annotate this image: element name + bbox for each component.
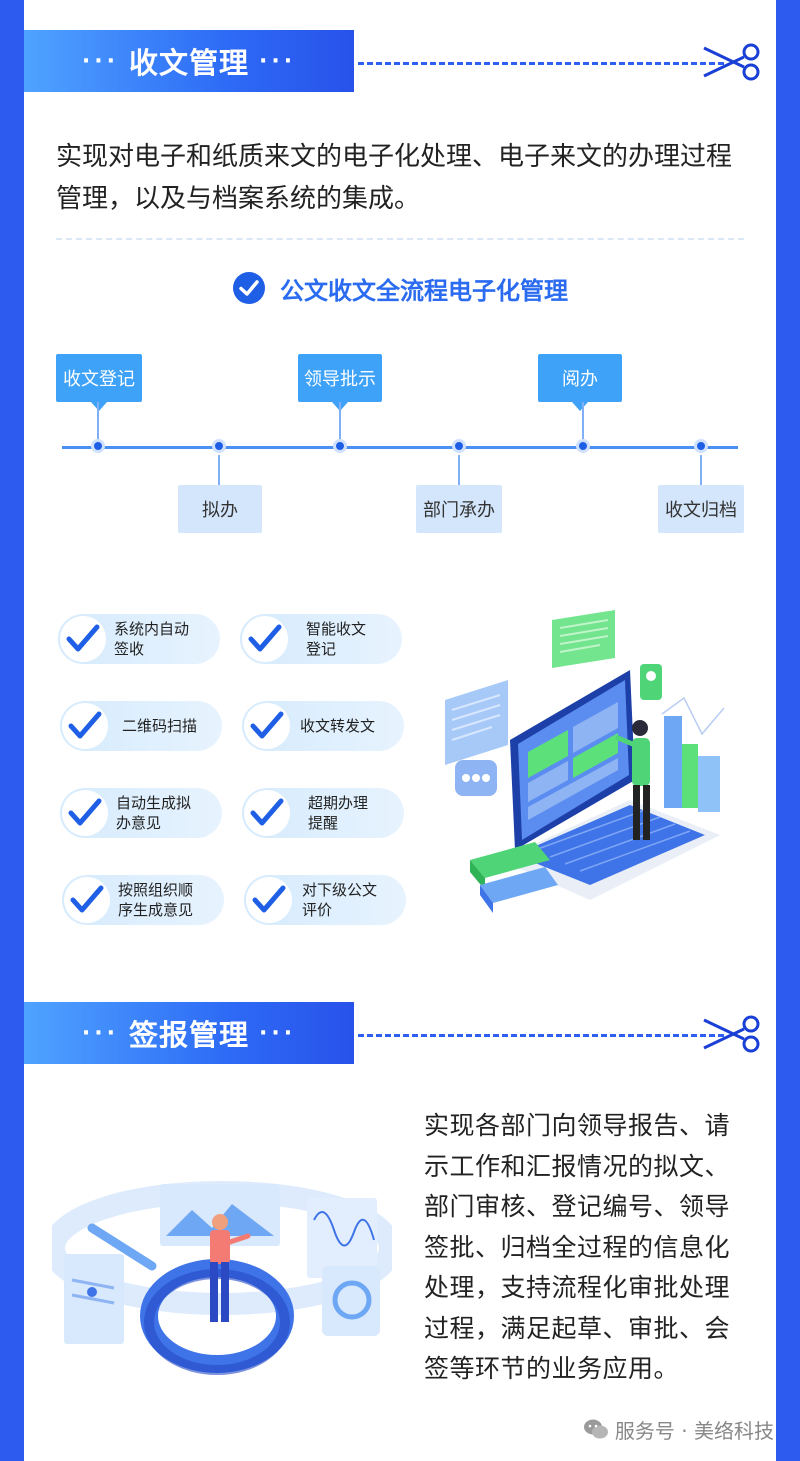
section-title: 签报管理 — [128, 1018, 249, 1052]
checkmark-icon — [62, 703, 108, 749]
feature-pill: 智能收文登记 — [240, 614, 402, 664]
checkmark-icon — [242, 616, 288, 662]
feature-text: 评价 — [302, 901, 333, 919]
feature-pill: 二维码扫描 — [60, 701, 222, 751]
feature-text: 超期办理 — [308, 794, 369, 812]
feature-text: 按照组织顺 — [118, 881, 194, 899]
flow-connector — [339, 402, 341, 440]
feature-text: 智能收文 — [306, 620, 367, 638]
watermark-text: 服务号 · 美络科技 — [614, 1418, 774, 1443]
feature-text: 办意见 — [116, 814, 162, 832]
timeline-node — [576, 439, 590, 453]
feature-text: 提醒 — [308, 814, 339, 832]
wechat-icon — [583, 1419, 608, 1439]
section-title-tab: ··· 收文管理 ··· — [24, 30, 354, 92]
frame-border-right — [776, 0, 800, 1461]
feature-text: 系统内自动 — [114, 620, 190, 638]
flow-step: 收文登记 — [56, 354, 142, 411]
feature-pill: 按照组织顺序生成意见 — [62, 875, 224, 925]
section-intro-text: 实现各部门向领导报告、请示工作和汇报情况的拟文、部门审核、登记编号、领导签批、归… — [424, 1111, 731, 1383]
section-intro-text: 实现对电子和纸质来文的电子化处理、电子来文的办理过程管理，以及与档案系统的集成。 — [56, 142, 733, 214]
scissors-icon — [703, 1015, 760, 1053]
checkmark-icon — [244, 703, 290, 749]
title-dots-left: ··· — [81, 48, 119, 74]
flow-connector — [700, 455, 702, 485]
feature-text: 二维码扫描 — [122, 717, 198, 735]
frame-border-left — [0, 0, 24, 1461]
flow-step: 阅办 — [538, 354, 622, 411]
section-title-tab: ··· 签报管理 ··· — [24, 1002, 354, 1064]
timeline-node — [91, 439, 105, 453]
timeline-node — [333, 439, 347, 453]
flow-step: 拟办 — [178, 485, 262, 533]
title-dots-right: ··· — [259, 1020, 297, 1046]
timeline-line — [62, 446, 738, 449]
feature-text: 自动生成拟 — [116, 794, 192, 812]
checkmark-icon — [60, 616, 106, 662]
flow-connector — [458, 455, 460, 485]
flow-step: 领导批示 — [298, 354, 382, 411]
feature-pill: 超期办理提醒 — [242, 788, 404, 838]
dashboard-ring-illustration — [52, 1181, 392, 1375]
laptop-illustration — [445, 610, 725, 913]
feature-text: 序生成意见 — [118, 901, 194, 919]
flow-connector — [218, 455, 220, 485]
feature-text: 登记 — [306, 640, 337, 658]
title-dots-left: ··· — [81, 1020, 119, 1046]
feature-pill: 系统内自动签收 — [58, 614, 220, 664]
flow-step: 收文归档 — [658, 485, 744, 533]
feature-pill: 对下级公文评价 — [244, 875, 406, 925]
flow-connector — [97, 402, 99, 440]
scissors-icon — [703, 43, 760, 81]
feature-pill: 自动生成拟办意见 — [60, 788, 222, 838]
divider — [56, 238, 744, 240]
checkmark-icon — [246, 877, 292, 923]
timeline-node — [212, 439, 226, 453]
flow-connector — [582, 402, 584, 440]
section-header-report: ··· 签报管理 ··· — [24, 1002, 776, 1064]
dashed-cut-line — [358, 1034, 724, 1037]
timeline-node — [452, 439, 466, 453]
flow-title: 公文收文全流程电子化管理 — [0, 268, 800, 308]
section-header-receipt: ··· 收文管理 ··· — [24, 30, 776, 92]
flow-step: 部门承办 — [416, 485, 502, 533]
title-dots-right: ··· — [259, 48, 297, 74]
feature-text: 签收 — [114, 640, 145, 658]
checkmark-icon — [62, 790, 108, 836]
feature-pill: 收文转发文 — [242, 701, 404, 751]
check-circle-icon — [233, 272, 265, 304]
flow-title-text: 公文收文全流程电子化管理 — [280, 276, 568, 305]
checkmark-icon — [64, 877, 110, 923]
watermark: 服务号 · 美络科技 — [583, 1414, 774, 1444]
feature-text: 对下级公文 — [302, 881, 378, 899]
section-title: 收文管理 — [128, 46, 249, 80]
feature-text: 收文转发文 — [300, 717, 376, 735]
timeline-node — [694, 439, 708, 453]
checkmark-icon — [244, 790, 290, 836]
dashed-cut-line — [358, 62, 724, 65]
